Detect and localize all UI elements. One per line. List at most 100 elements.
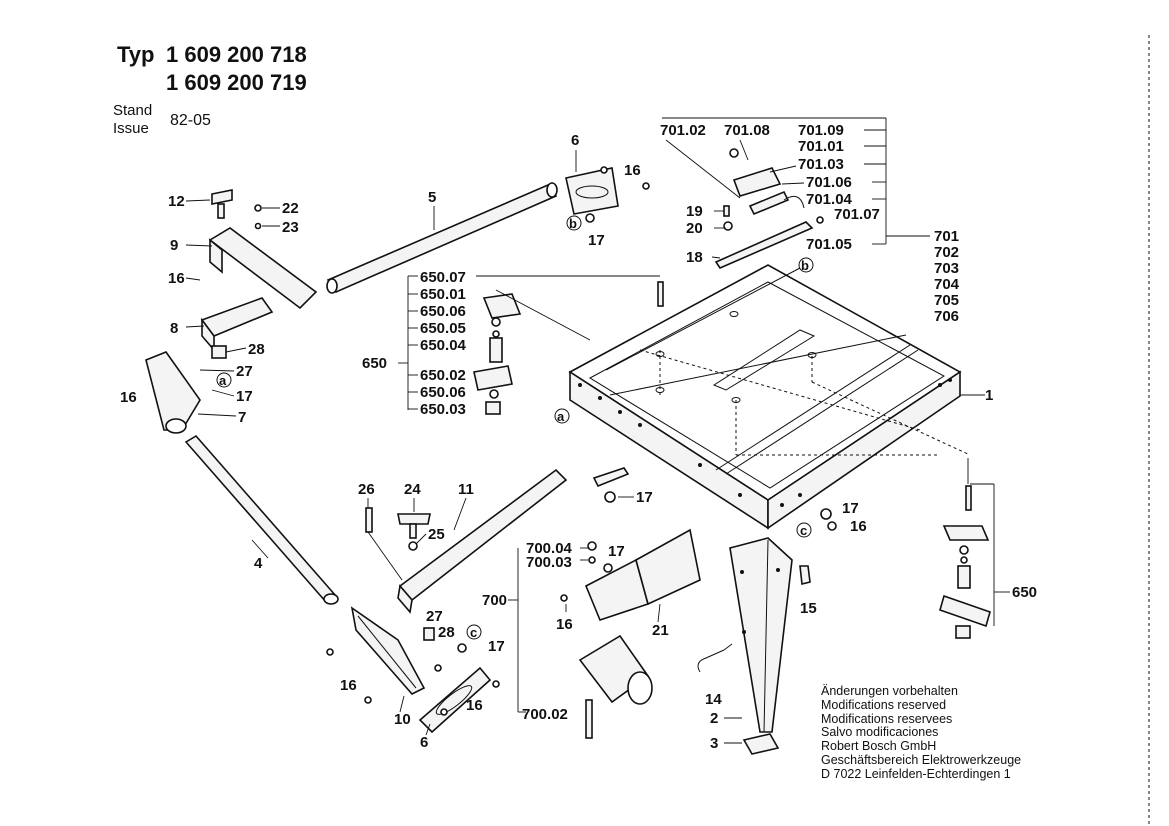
- callout-6b: 6: [420, 734, 428, 751]
- callout-17b: 17: [588, 232, 605, 249]
- callout-706: 706: [934, 308, 959, 325]
- slide-plate: [592, 467, 630, 488]
- ref-circle-c: [796, 522, 812, 538]
- callout-5: 5: [428, 189, 436, 206]
- ref-a-1: a: [219, 373, 227, 388]
- left-leaders: [185, 199, 280, 417]
- plate-6-top: [565, 150, 650, 223]
- type-label: Typ: [117, 42, 155, 67]
- callout-14: 14: [705, 691, 722, 708]
- company-address: D 7022 Leinfelden-Echterdingen 1: [821, 766, 1011, 781]
- tube-4: [184, 434, 339, 605]
- stand-label: Stand: [113, 102, 153, 119]
- callout-701-02: 701.02: [660, 122, 706, 139]
- type-number-1: 1 609 200 718: [166, 42, 307, 67]
- callout-17d: 17: [842, 500, 859, 517]
- callout-25: 25: [428, 526, 445, 543]
- callout-4: 4: [254, 555, 263, 572]
- callout-650-01: 650.01: [420, 286, 466, 303]
- callout-17e: 17: [488, 638, 505, 655]
- callout-12: 12: [168, 193, 185, 210]
- plate-6-bottom: [326, 627, 500, 734]
- callout-16a: 16: [168, 270, 185, 287]
- table-top: [568, 264, 985, 530]
- bracket-8: [200, 297, 274, 353]
- callout-17f: 17: [608, 543, 625, 560]
- callout-702: 702: [934, 244, 959, 261]
- clamp-assembly-650-right: [939, 458, 1010, 639]
- group-650-leaders: [398, 275, 660, 410]
- callout-700: 700: [482, 592, 507, 609]
- ref-c-2: c: [470, 625, 477, 640]
- callout-16b: 16: [120, 389, 137, 406]
- issue-label: Issue: [113, 120, 149, 137]
- note-line-2: Modifications reserved: [821, 697, 947, 712]
- bracket-11: [365, 468, 568, 614]
- bracket-10: [350, 606, 426, 695]
- callout-650-02: 650.02: [420, 367, 466, 384]
- callout-650b: 650: [1012, 584, 1037, 601]
- legal-notes: Änderungen vorbehalten Modifications res…: [821, 684, 1021, 782]
- callout-16d: 16: [850, 518, 867, 535]
- callout-17c: 17: [636, 489, 653, 506]
- callout-16c: 16: [624, 162, 641, 179]
- callout-650-06a: 650.06: [420, 303, 466, 320]
- type-number-2: 1 609 200 719: [166, 70, 307, 95]
- callout-701-05: 701.05: [806, 236, 852, 253]
- callout-21: 21: [652, 622, 669, 639]
- callout-23: 23: [282, 219, 299, 236]
- callout-24: 24: [404, 481, 421, 498]
- note-line-1: Änderungen vorbehalten: [821, 684, 958, 698]
- issue-date: 82-05: [170, 112, 211, 129]
- callout-1: 1: [985, 387, 993, 404]
- company-name: Robert Bosch GmbH: [821, 739, 937, 754]
- callout-700-04: 700.04: [526, 540, 573, 557]
- callout-3: 3: [710, 735, 718, 752]
- callout-16g: 16: [556, 616, 573, 633]
- callout-703: 703: [934, 260, 959, 277]
- callout-7: 7: [238, 409, 246, 426]
- callout-28b: 28: [438, 624, 455, 641]
- bracket-7: [145, 345, 227, 434]
- callout-650-07: 650.07: [420, 269, 466, 286]
- ref-a-2: a: [557, 409, 565, 424]
- ref-c-1: c: [800, 523, 807, 538]
- callout-27b: 27: [426, 608, 443, 625]
- callout-701-07: 701.07: [834, 206, 880, 223]
- callout-705: 705: [934, 292, 959, 309]
- callout-701-01: 701.01: [798, 138, 844, 155]
- ref-b-2: b: [801, 258, 809, 273]
- callout-701-09: 701.09: [798, 122, 844, 139]
- callout-704: 704: [934, 276, 960, 293]
- callout-650a: 650: [362, 355, 387, 372]
- callout-16e: 16: [340, 677, 357, 694]
- callout-27a: 27: [236, 363, 253, 380]
- callout-26: 26: [358, 481, 375, 498]
- group-701-leaders: [662, 117, 930, 259]
- nut-17-right: [820, 508, 832, 520]
- ref-b-1: b: [569, 216, 577, 231]
- tube-5: [326, 182, 558, 294]
- callout-28a: 28: [248, 341, 265, 358]
- callout-20: 20: [686, 220, 703, 237]
- fence-assembly-701: [714, 148, 824, 270]
- callout-701: 701: [934, 228, 959, 245]
- callout-700-02: 700.02: [522, 706, 568, 723]
- motor-mount-700: [508, 528, 701, 739]
- callout-10: 10: [394, 711, 411, 728]
- callout-650-06b: 650.06: [420, 384, 466, 401]
- callout-701-04: 701.04: [806, 191, 853, 208]
- callout-701-08: 701.08: [724, 122, 770, 139]
- bracket-9: [208, 189, 318, 310]
- ref-circle-b: [566, 215, 582, 231]
- callout-701-03: 701.03: [798, 156, 844, 173]
- callout-650-03: 650.03: [420, 401, 466, 418]
- callout-8: 8: [170, 320, 178, 337]
- callout-17a: 17: [236, 388, 253, 405]
- callout-16f: 16: [466, 697, 483, 714]
- callout-9: 9: [170, 237, 178, 254]
- callout-22: 22: [282, 200, 299, 217]
- callout-19: 19: [686, 203, 703, 220]
- callout-701-06: 701.06: [806, 174, 852, 191]
- ref-circle-c2: [466, 624, 482, 640]
